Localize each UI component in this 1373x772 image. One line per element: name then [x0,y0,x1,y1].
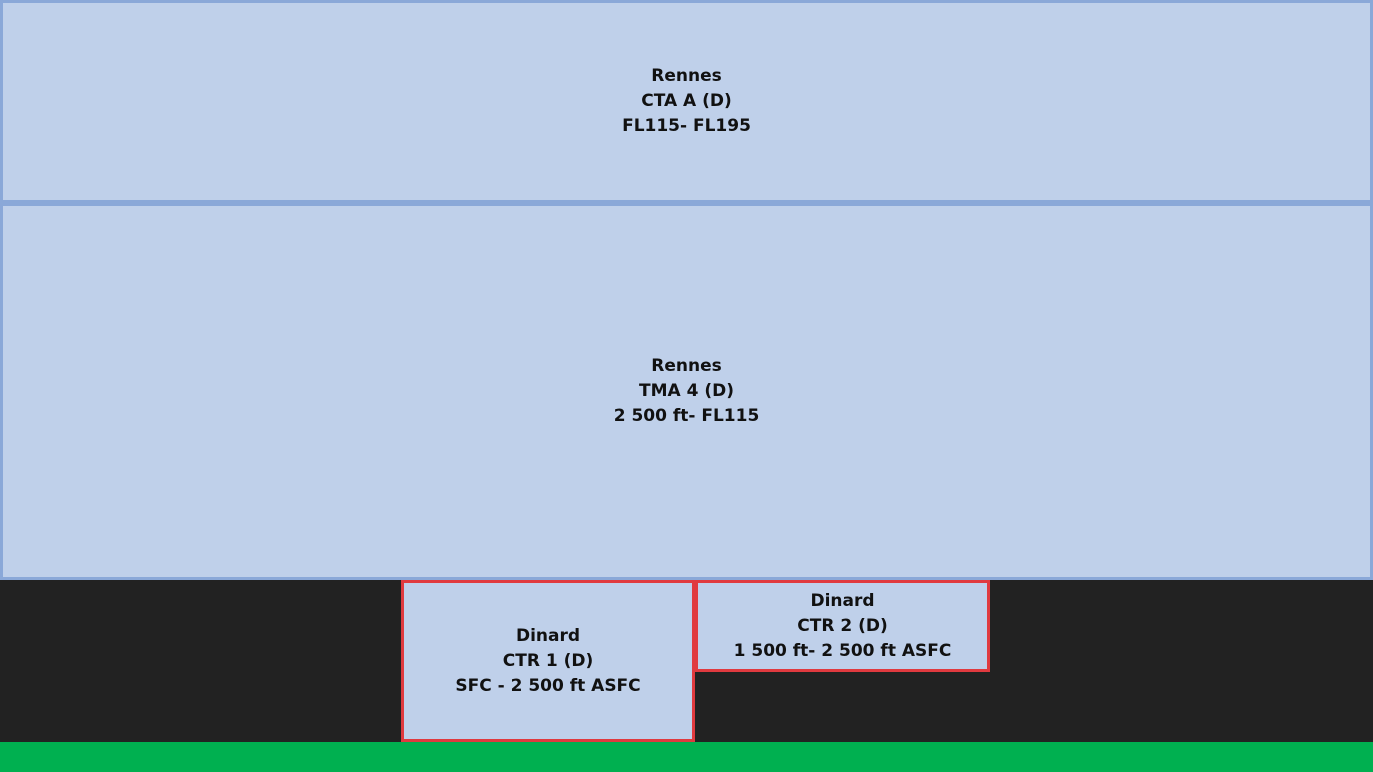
zone-limits: 1 500 ft- 2 500 ft ASFC [733,640,952,661]
zone-rennes-tma-4: Rennes TMA 4 (D) 2 500 ft- FL115 [0,203,1373,580]
zone-name: Dinard [515,625,581,646]
zone-dinard-ctr-2: Dinard CTR 2 (D) 1 500 ft- 2 500 ft ASFC [695,580,990,672]
zone-rennes-cta-a: Rennes CTA A (D) FL115- FL195 [0,0,1373,203]
zone-designation: TMA 4 (D) [639,381,734,401]
zone-limits: FL115- FL195 [622,116,751,136]
zone-name: Rennes [651,66,722,86]
zone-name: Rennes [651,356,722,376]
zone-limits: SFC - 2 500 ft ASFC [455,675,641,696]
zone-designation: CTR 1 (D) [502,650,594,671]
zone-name: Dinard [810,590,875,611]
zone-designation: CTA A (D) [641,91,732,111]
zone-limits: 2 500 ft- FL115 [613,406,760,426]
zone-designation: CTR 2 (D) [797,615,888,636]
ground-surface [0,742,1373,772]
zone-dinard-ctr-1: Dinard CTR 1 (D) SFC - 2 500 ft ASFC [401,580,695,742]
